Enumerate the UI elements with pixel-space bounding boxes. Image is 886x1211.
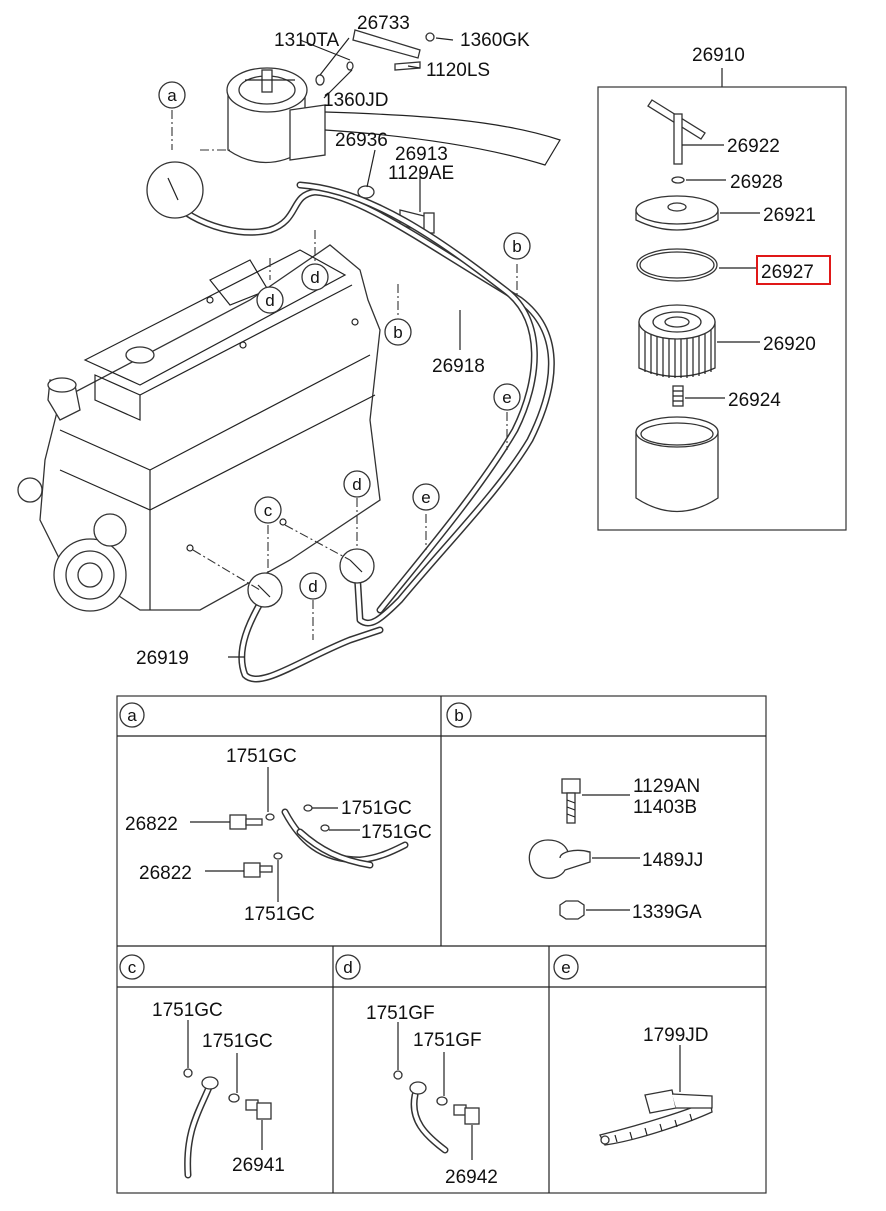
callout-d-4: d [299, 572, 327, 600]
label-1310ta: 1310TA [274, 30, 339, 51]
svg-text:d: d [352, 475, 361, 494]
label-26913: 26913 [395, 144, 448, 165]
svg-text:c: c [264, 501, 273, 520]
hose-lines [146, 161, 555, 683]
label-1129ae: 1129AE [388, 163, 454, 184]
svg-text:e: e [421, 488, 430, 507]
detail-b-label-1489jj: 1489JJ [642, 850, 703, 871]
detail-b-label-1129an: 1129AN [633, 776, 700, 797]
engine-block-illustration [17, 244, 381, 612]
detail-a-label-1751gc-bottom: 1751GC [244, 904, 315, 925]
detail-a-label-26822-top: 26822 [125, 814, 178, 835]
detail-a: a 1751GC 1751GC 1751GC 1751GC 26822 2682… [119, 702, 432, 925]
detail-e-label-1799jd: 1799JD [643, 1025, 709, 1046]
detail-a-label-1751gc-right1: 1751GC [341, 798, 412, 819]
label-1360jd: 1360JD [323, 90, 389, 111]
detail-e: e 1799JD [553, 954, 713, 1146]
filter-assembly-panel: 26910 26922 26928 26921 26927 26920 [597, 45, 847, 531]
detail-c-label-1751gc-2: 1751GC [202, 1031, 273, 1052]
svg-text:b: b [393, 323, 402, 342]
detail-d-label-26942: 26942 [445, 1167, 498, 1188]
callout-c: c [254, 496, 282, 524]
label-26910: 26910 [692, 45, 745, 66]
detail-b: b 1129AN 11403B 1489JJ 1339GA [446, 702, 703, 923]
callout-e-2: e [412, 483, 440, 511]
svg-text:e: e [502, 388, 511, 407]
label-26919: 26919 [136, 648, 189, 669]
label-26920: 26920 [763, 334, 816, 355]
callout-d-2: d [256, 286, 284, 314]
svg-text:d: d [310, 268, 319, 287]
detail-b-letter: b [454, 706, 463, 725]
detail-c: c 1751GC 1751GC 26941 [119, 954, 285, 1179]
callout-b-2: b [384, 318, 412, 346]
detail-d: d 1751GF 1751GF 26942 [335, 954, 498, 1188]
callout-a: a [158, 81, 186, 109]
label-26924: 26924 [728, 390, 781, 411]
detail-c-label-1751gc-1: 1751GC [152, 1000, 223, 1021]
detail-a-label-26822-bottom: 26822 [139, 863, 192, 884]
svg-text:d: d [265, 291, 274, 310]
detail-c-label-26941: 26941 [232, 1155, 285, 1176]
label-26936: 26936 [335, 130, 388, 151]
label-26918: 26918 [432, 356, 485, 377]
callout-d-1: d [301, 263, 329, 291]
label-26921: 26921 [763, 205, 816, 226]
callout-e-1: e [493, 383, 521, 411]
label-1120ls: 1120LS [426, 60, 490, 81]
label-26922: 26922 [727, 136, 780, 157]
label-26928: 26928 [730, 172, 783, 193]
detail-table [116, 695, 767, 1194]
leader-lines [171, 37, 518, 658]
detail-d-letter: d [343, 958, 352, 977]
detail-a-letter: a [127, 706, 137, 725]
detail-c-letter: c [128, 958, 137, 977]
svg-text:d: d [308, 577, 317, 596]
detail-d-label-1751gf-2: 1751GF [413, 1030, 482, 1051]
oil-reservoir-illustration [226, 29, 561, 234]
detail-a-label-1751gc-top: 1751GC [226, 746, 297, 767]
label-26927: 26927 [761, 262, 814, 283]
svg-text:a: a [167, 86, 177, 105]
highlight-box-26927 [756, 255, 831, 285]
callout-d-3: d [343, 470, 371, 498]
detail-d-label-1751gf-1: 1751GF [366, 1003, 435, 1024]
detail-e-letter: e [561, 958, 570, 977]
callout-b-1: b [503, 232, 531, 260]
label-1360gk: 1360GK [460, 30, 530, 51]
label-26733: 26733 [357, 13, 410, 34]
detail-b-label-11403b: 11403B [633, 797, 697, 818]
detail-a-label-1751gc-right2: 1751GC [361, 822, 432, 843]
svg-text:b: b [512, 237, 521, 256]
detail-b-label-1339ga: 1339GA [632, 902, 702, 923]
